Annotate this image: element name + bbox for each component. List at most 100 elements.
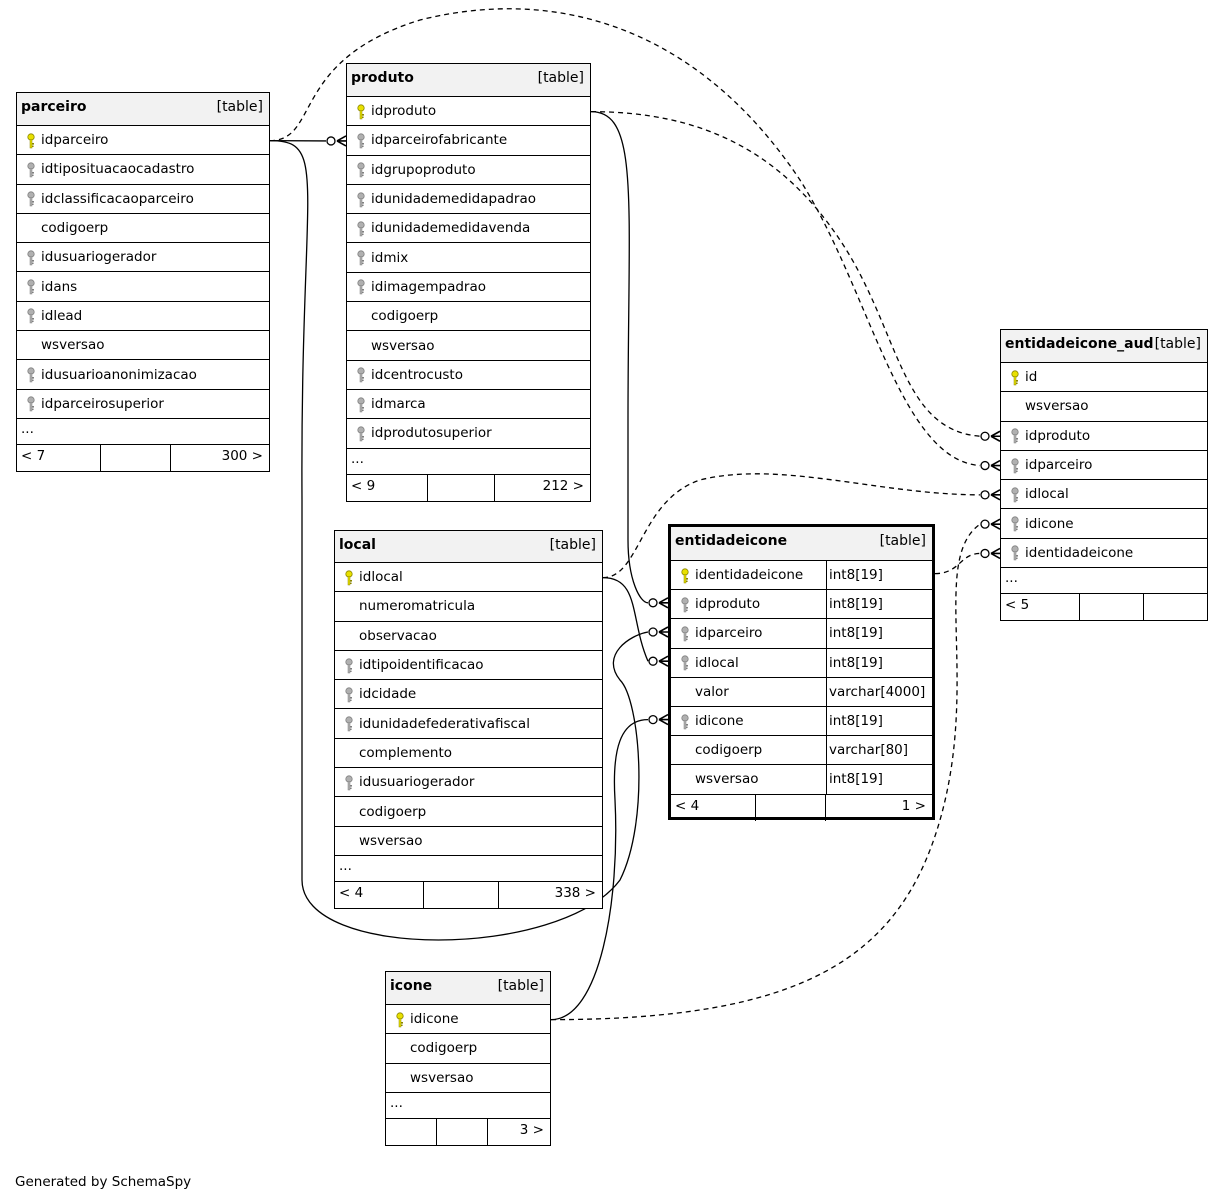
column-row[interactable]: idclassificacaoparceiro xyxy=(17,185,269,214)
foreign-key-icon xyxy=(27,396,35,412)
column-name: idparceirofabricante xyxy=(371,132,508,149)
foreign-key-icon xyxy=(357,191,365,208)
column-type: varchar[4000] xyxy=(829,683,926,700)
column-name: idicone xyxy=(695,713,744,730)
column-row[interactable]: idmarca xyxy=(347,390,590,420)
column-name: wsversao xyxy=(410,1069,474,1086)
column-name: idtipoidentificacao xyxy=(359,657,484,674)
column-row[interactable]: numeromatricula xyxy=(335,592,602,622)
foreign-key-icon xyxy=(345,657,353,674)
foreign-key-icon xyxy=(681,626,689,642)
column-row[interactable]: idusuarioanonimizacao xyxy=(17,360,269,390)
column-name: idproduto xyxy=(695,596,761,613)
table-name: local xyxy=(339,537,376,553)
column-row[interactable]: identidadeicone xyxy=(1001,539,1207,569)
column-row[interactable]: observacao xyxy=(335,622,602,651)
column-name: idusuariogerador xyxy=(41,249,157,266)
column-type: int8[19] xyxy=(829,771,883,788)
column-row[interactable]: idlead xyxy=(17,302,269,332)
table-type-label: [table] xyxy=(537,70,584,86)
column-row[interactable]: idgrupoproduto xyxy=(347,156,590,185)
column-name: idicone xyxy=(1025,515,1074,532)
column-name: wsversao xyxy=(41,337,105,354)
column-row[interactable]: codigoerp xyxy=(335,797,602,827)
foreign-key-icon xyxy=(345,775,353,791)
primary-key-icon xyxy=(396,1012,404,1028)
type-divider xyxy=(826,561,827,590)
column-row[interactable]: wsversao xyxy=(1001,392,1207,422)
column-row[interactable]: idunidadefederativafiscal xyxy=(335,710,602,739)
column-row[interactable]: idmix xyxy=(347,244,590,273)
stats-divider xyxy=(1079,594,1080,621)
column-row[interactable]: codigoerp xyxy=(17,214,269,244)
column-row[interactable]: idproduto xyxy=(1001,422,1207,451)
column-name: idparceiro xyxy=(41,132,109,149)
column-type: int8[19] xyxy=(829,625,883,642)
column-row[interactable]: idcidade xyxy=(335,680,602,710)
column-row[interactable]: idimagempadrao xyxy=(347,273,590,303)
column-row[interactable]: idtiposituacaocadastro xyxy=(17,155,269,185)
column-row[interactable]: idunidademedidavenda xyxy=(347,214,590,244)
column-row[interactable]: wsversao xyxy=(335,827,602,856)
column-row[interactable]: idparceirofabricante xyxy=(347,126,590,156)
column-row[interactable]: idparceiro xyxy=(17,126,269,156)
foreign-key-icon xyxy=(357,133,365,149)
column-row[interactable]: id xyxy=(1001,363,1207,393)
column-row[interactable]: idparceirosuperior xyxy=(17,390,269,419)
column-name: idcentrocusto xyxy=(371,366,463,383)
column-type: varchar[80] xyxy=(829,742,909,759)
column-row[interactable]: idlocal xyxy=(335,563,602,593)
more-columns-ellipsis: ... xyxy=(1005,570,1018,587)
column-row[interactable]: idicone xyxy=(1001,510,1207,539)
column-name: observacao xyxy=(359,627,437,644)
column-name: idparceiro xyxy=(1025,457,1093,474)
type-divider xyxy=(826,590,827,619)
primary-key-icon xyxy=(345,570,353,586)
table-header: entidadeicone_aud[table] xyxy=(1001,330,1207,363)
column-row[interactable]: idusuariogerador xyxy=(335,768,602,798)
column-name: idproduto xyxy=(1025,427,1091,444)
column-row[interactable]: idans xyxy=(17,273,269,302)
column-row[interactable]: idlocal xyxy=(1001,480,1207,510)
column-row[interactable]: idprodutosuperior xyxy=(347,419,590,449)
column-row[interactable]: idicone xyxy=(386,1005,550,1035)
column-row[interactable]: idcentrocusto xyxy=(347,361,590,390)
more-columns-ellipsis: ... xyxy=(21,421,34,437)
relation-local-entidadeicone_aud xyxy=(602,473,981,579)
crows-foot-icon xyxy=(648,597,669,609)
column-row[interactable]: idproduto xyxy=(347,97,590,127)
column-row[interactable]: codigoerp xyxy=(386,1034,550,1064)
column-name: wsversao xyxy=(359,832,423,849)
table-type-label: [table] xyxy=(497,978,544,994)
column-row[interactable]: codigoerp xyxy=(347,302,590,332)
column-row[interactable]: idusuariogerador xyxy=(17,243,269,273)
column-row[interactable]: wsversao xyxy=(17,331,269,361)
column-type: int8[19] xyxy=(829,567,883,584)
column-row[interactable]: wsversao xyxy=(347,331,590,361)
foreign-key-icon xyxy=(27,250,35,266)
column-row[interactable]: idunidademedidapadrao xyxy=(347,185,590,215)
column-row[interactable]: idparceiro xyxy=(1001,451,1207,481)
foreign-key-icon xyxy=(357,397,365,413)
more-columns-row: ... xyxy=(335,856,602,882)
type-divider xyxy=(826,619,827,648)
type-divider xyxy=(826,677,827,706)
column-row[interactable]: complemento xyxy=(335,739,602,769)
table-type-label: [table] xyxy=(216,99,263,115)
column-row[interactable]: idtipoidentificacao xyxy=(335,651,602,681)
column-row[interactable]: wsversao xyxy=(386,1064,550,1093)
